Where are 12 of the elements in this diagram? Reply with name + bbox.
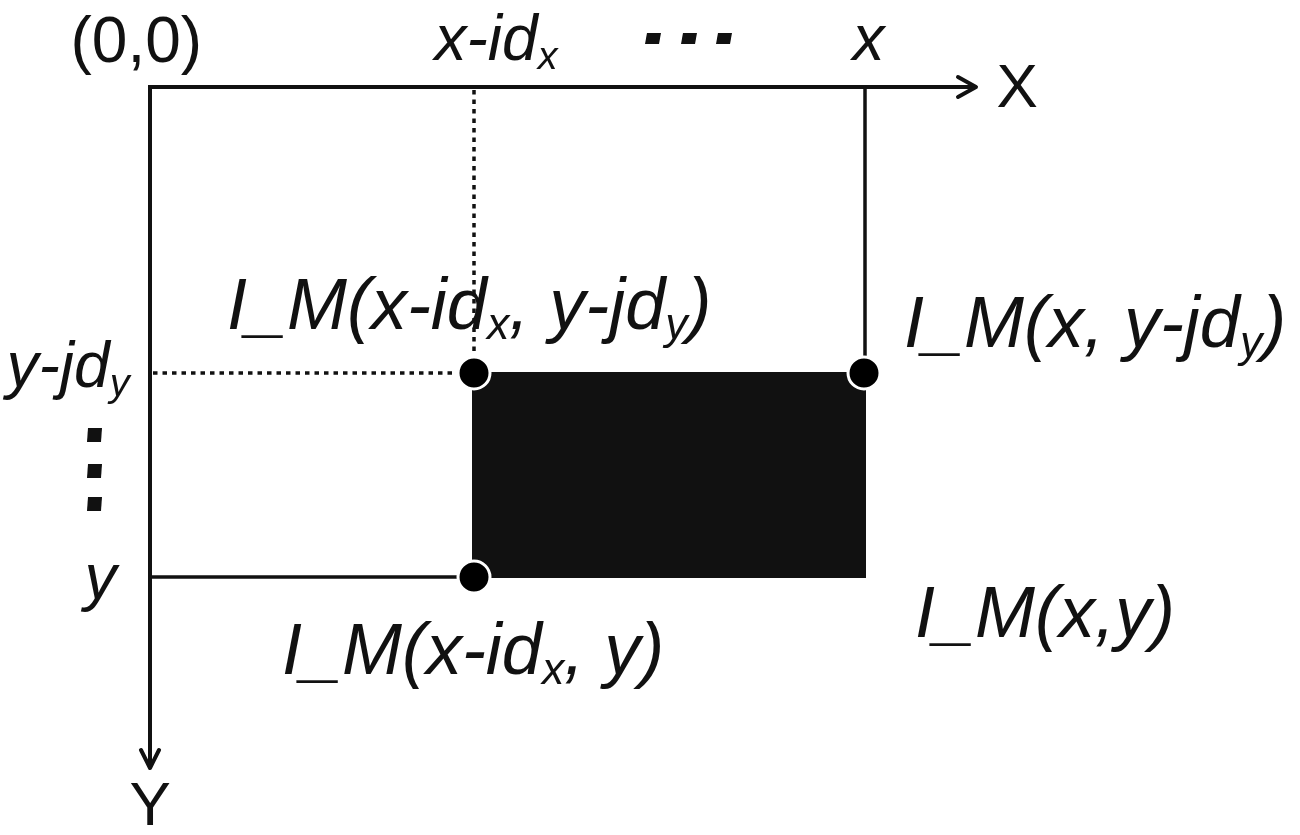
filled-region <box>472 372 866 578</box>
point-label: I_M(x-id$_{x}$, y) <box>280 613 666 695</box>
axis-tick-label: y <box>82 545 123 622</box>
point-label: I_M(x,y) <box>913 576 1176 654</box>
axis-tick-label: y-jd$_{y}$ <box>4 333 136 410</box>
point-label: I_M(x-id$_{x}$, y-jd$_{y}$) <box>225 268 713 350</box>
axis-label: X <box>995 55 1039 122</box>
axis-tick-label: x <box>850 6 887 76</box>
axis-tick-label: x-id$_{x}$ <box>432 6 560 79</box>
origin-label: (0,0) <box>69 8 204 78</box>
point-label: I_M(x, y-jd$_{y}$) <box>902 286 1288 368</box>
axis-label: Y <box>128 773 172 835</box>
